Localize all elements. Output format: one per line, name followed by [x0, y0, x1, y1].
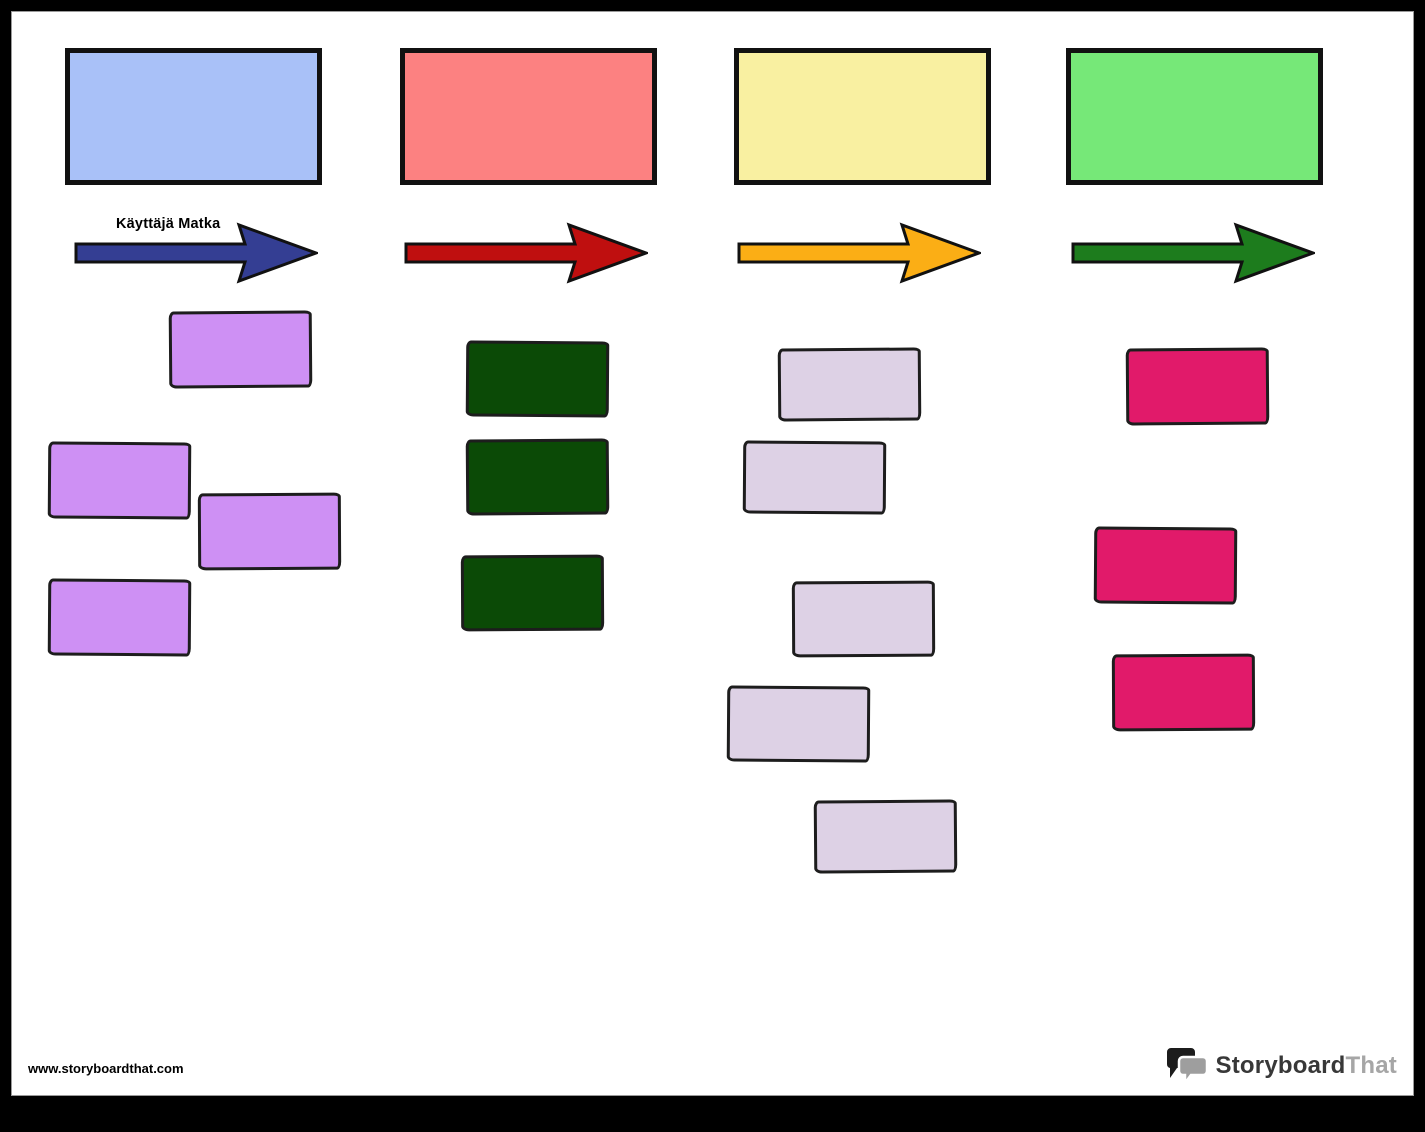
- journey-arrow-2[interactable]: [404, 221, 648, 285]
- stage4-card-1[interactable]: [1125, 347, 1270, 426]
- stage-header-cell-4[interactable]: [1066, 48, 1323, 185]
- stage2-card-2[interactable]: [465, 438, 610, 516]
- stage1-card-3[interactable]: [197, 492, 342, 571]
- storyboard-page: Käyttäjä Matka ww: [11, 11, 1414, 1096]
- stage4-card-3[interactable]: [1111, 653, 1256, 732]
- journey-arrow-3[interactable]: [737, 221, 981, 285]
- storyboardthat-logo: StoryboardThat: [1165, 1044, 1397, 1088]
- stage3-card-5[interactable]: [813, 799, 958, 874]
- logo-wordmark: StoryboardThat: [1216, 1052, 1397, 1080]
- user-journey-label[interactable]: Käyttäjä Matka: [116, 216, 221, 232]
- stage-header-cell-2[interactable]: [400, 48, 657, 185]
- logo-text-secondary: That: [1345, 1052, 1397, 1079]
- stage-header-cell-3[interactable]: [734, 48, 991, 185]
- website-url: www.storyboardthat.com: [28, 1061, 184, 1076]
- stage3-card-3[interactable]: [791, 580, 936, 658]
- stage3-card-1[interactable]: [777, 347, 922, 422]
- logo-text-primary: Storyboard: [1215, 1052, 1346, 1079]
- stage1-card-1[interactable]: [168, 310, 313, 389]
- stage3-card-2[interactable]: [742, 440, 887, 515]
- stage1-card-4[interactable]: [47, 578, 192, 657]
- stage1-card-2[interactable]: [47, 441, 192, 520]
- journey-arrow-4[interactable]: [1071, 221, 1315, 285]
- stage4-card-2[interactable]: [1093, 526, 1238, 605]
- journey-arrow-1[interactable]: [74, 221, 318, 285]
- stage2-card-3[interactable]: [460, 554, 605, 632]
- speech-bubbles-icon: [1166, 1048, 1208, 1086]
- stage-header-cell-1[interactable]: [65, 48, 322, 185]
- stage3-card-4[interactable]: [726, 685, 871, 763]
- stage2-card-1[interactable]: [465, 340, 610, 418]
